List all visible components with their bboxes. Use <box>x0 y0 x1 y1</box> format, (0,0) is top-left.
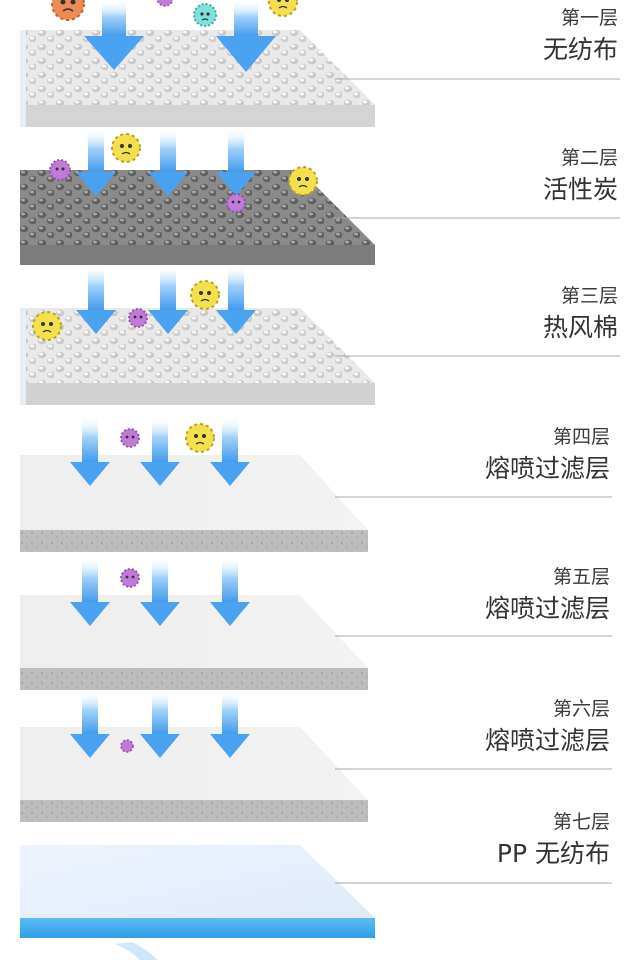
layer-material: 无纺布 <box>542 35 618 64</box>
layer-material: PP 无纺布 <box>496 839 610 868</box>
virus-yellow-icon <box>111 133 141 163</box>
virus-yellow-icon <box>288 166 318 196</box>
down-arrow-icon <box>210 690 250 758</box>
layer-2-label: 第二层 活性炭 <box>543 146 618 206</box>
layer-6-edge <box>20 800 368 822</box>
layer-5-edge <box>20 668 368 690</box>
layer-2-top-surface <box>20 170 375 245</box>
virus-purple-icon <box>49 159 71 181</box>
layer-4-label: 第四层 熔喷过滤层 <box>485 425 610 485</box>
layer-3 <box>20 308 620 405</box>
down-arrow-icon <box>210 556 250 626</box>
layer-7-label: 第七层 PP 无纺布 <box>497 810 610 870</box>
virus-yellow-icon <box>268 0 298 17</box>
layer-7-top-surface <box>20 845 375 918</box>
layer-6 <box>20 727 612 822</box>
layer-4-top-surface <box>20 455 368 530</box>
layer-material: 熔喷过滤层 <box>484 454 610 483</box>
down-arrow-icon <box>148 128 188 196</box>
virus-purple-icon <box>120 568 140 588</box>
virus-purple-icon <box>156 0 174 7</box>
down-arrow-icon <box>210 416 250 486</box>
virus-purple-icon <box>120 428 140 448</box>
layer-3-edge <box>20 383 375 405</box>
particles <box>32 0 318 753</box>
layer-4 <box>20 455 612 552</box>
virus-purple-icon <box>128 308 148 328</box>
layer-3-top-surface <box>20 308 375 383</box>
layer-index: 第五层 <box>552 566 610 588</box>
layer-6-top-surface <box>20 727 368 800</box>
down-arrow-icon <box>70 556 110 626</box>
virus-purple-icon <box>226 193 246 213</box>
down-arrow-icon <box>76 264 116 334</box>
layer-index: 第一层 <box>560 7 618 29</box>
virus-cyan-icon <box>193 3 217 27</box>
layer-index: 第七层 <box>552 811 610 833</box>
layer-7-edge <box>20 918 375 938</box>
layer-index: 第二层 <box>560 147 618 169</box>
layer-material: 熔喷过滤层 <box>484 594 610 623</box>
layer-3-label: 第三层 热风棉 <box>543 284 618 344</box>
down-arrow-icon <box>76 128 116 196</box>
layer-1-top-surface <box>20 30 375 105</box>
layer-5-label: 第五层 熔喷过滤层 <box>485 565 610 625</box>
layer-index: 第四层 <box>552 426 610 448</box>
virus-orange-icon <box>51 0 85 21</box>
down-arrow-icon <box>216 128 256 196</box>
down-arrow-icon <box>140 690 180 758</box>
layer-index: 第六层 <box>552 698 610 720</box>
layer-1-edge <box>20 105 375 127</box>
down-arrow-icon <box>84 0 144 70</box>
airflow-arrows <box>70 0 276 758</box>
layer-1-label: 第一层 无纺布 <box>543 6 618 66</box>
down-arrow-icon <box>140 556 180 626</box>
down-arrow-icon <box>216 0 276 72</box>
virus-purple-icon <box>120 739 134 753</box>
virus-yellow-icon <box>190 280 220 310</box>
layer-5-top-surface <box>20 595 368 668</box>
layer-material: 活性炭 <box>542 175 618 204</box>
down-arrow-icon <box>216 264 256 334</box>
layer-material: 热风棉 <box>542 313 618 342</box>
layer-2 <box>20 170 620 265</box>
down-arrow-icon <box>148 264 188 334</box>
layer-4-edge <box>20 530 368 552</box>
layer-5 <box>20 595 612 690</box>
layer-7 <box>20 845 612 960</box>
layer-index: 第三层 <box>560 285 618 307</box>
layer-material: 熔喷过滤层 <box>484 726 610 755</box>
virus-yellow-icon <box>185 423 215 453</box>
layer-2-edge <box>20 245 375 265</box>
down-arrow-icon <box>70 416 110 486</box>
virus-yellow-icon <box>32 311 62 341</box>
clean-air-stream <box>115 942 158 960</box>
down-arrow-icon <box>140 416 180 486</box>
layer-6-label: 第六层 熔喷过滤层 <box>485 697 610 757</box>
down-arrow-icon <box>70 690 110 758</box>
